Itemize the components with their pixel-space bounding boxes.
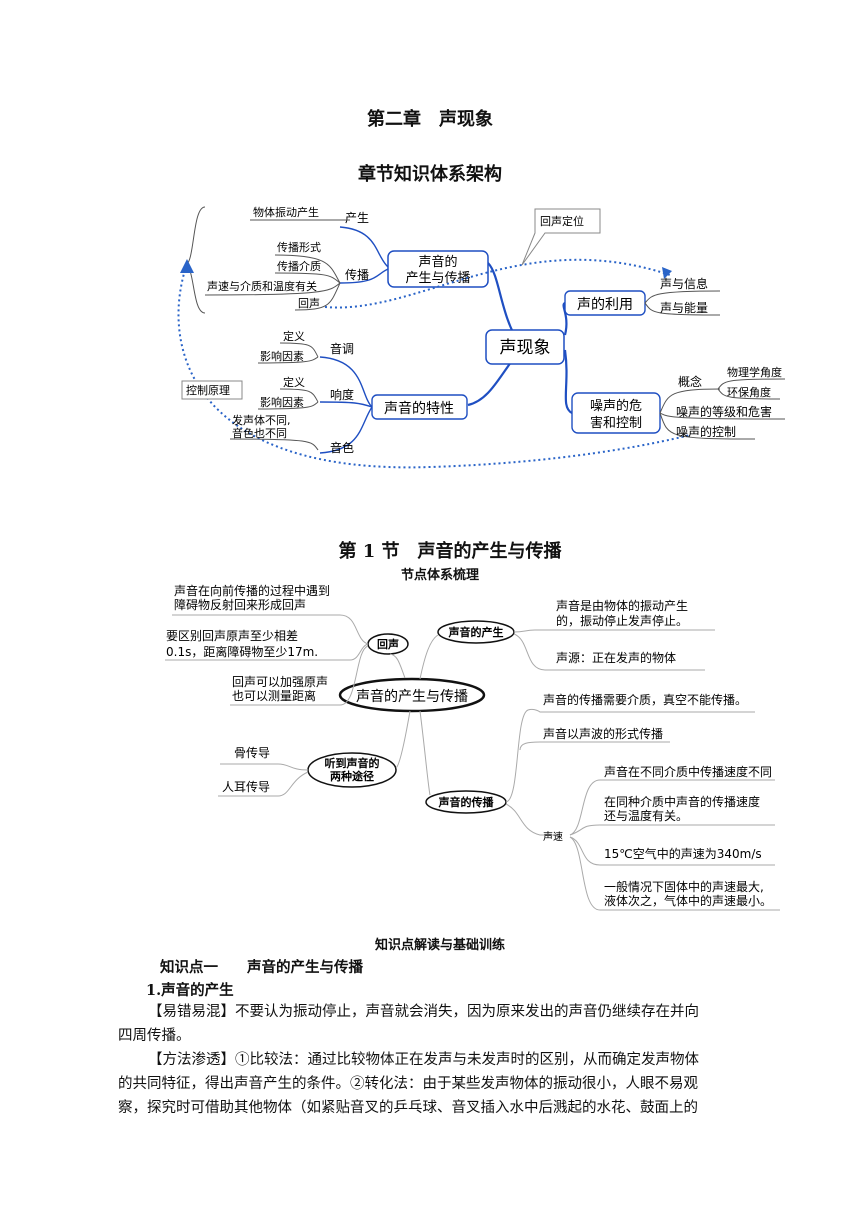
map1-echo-locate: 回声定位 — [540, 214, 584, 228]
map2-echo-leaf-2a: 回声可以加强原声 — [232, 675, 328, 689]
map2-ways-2: 两种途径 — [330, 769, 374, 783]
map2-prop-leaf-0: 声音的传播需要介质，真空不能传播。 — [543, 692, 747, 707]
para2-line1: ①比较法：通过比较物体正在发声与未发声时的区别，从而确定发声物体 — [235, 1052, 699, 1068]
para2-line2: 的共同特征，得出声音产生的条件。②转化法：由于某些发声物体的振动很小，人眼不易观 — [118, 1076, 698, 1092]
chapter-title: 第二章 声现象 — [367, 109, 493, 130]
map1-produce: 产生 — [345, 211, 369, 225]
map1-noise-1: 噪声的危 — [590, 398, 642, 414]
map1-noise-leaf-1: 噪声的控制 — [676, 424, 736, 439]
map2-ways-leaf-1: 人耳传导 — [222, 779, 270, 794]
knowledge-title: 知识点解读与基础训练 — [374, 938, 505, 953]
map2-speed: 声速 — [543, 830, 563, 843]
map2-echo-leaf-2b: 也可以测量距离 — [232, 688, 316, 703]
map1-prop-leaf-3: 回声 — [298, 296, 320, 310]
map2-prop-leaf-1: 声音以声波的形式传播 — [543, 726, 663, 741]
section-mind-map: 声音的产生与传播 回声 声音在向前传播的过程中遇到 障碍物反射回来形成回声 要区… — [165, 583, 780, 911]
map1-use-leaf-0: 声与信息 — [660, 276, 708, 291]
section-heading: 章节知识体系架构 — [358, 164, 502, 185]
map2-speed-leaf-2: 15℃空气中的声速为340m/s — [604, 846, 762, 861]
paragraph-1: 【易错易混】不要认为振动停止，声音就会消失，因为原来发出的声音仍继续存在并向 四… — [118, 1000, 738, 1048]
map2-produce-leaf-1: 声源：正在发声的物体 — [556, 650, 676, 665]
map2-speed-leaf-0: 声音在不同介质中传播速度不同 — [604, 764, 772, 779]
map1-concept: 概念 — [678, 374, 702, 389]
map2-ways-leaf-0: 骨传导 — [234, 745, 270, 760]
para1-line2: 四周传播。 — [118, 1028, 191, 1044]
map1-branch-pp-2: 产生与传播 — [405, 271, 470, 286]
map2-propagation: 声音的传播 — [438, 795, 495, 809]
map1-use: 声的利用 — [577, 297, 633, 313]
map1-pitch: 音调 — [330, 341, 354, 356]
map2-produce: 声音的产生 — [448, 625, 504, 639]
map1-control-principle: 控制原理 — [186, 383, 230, 397]
map1-noise-2: 害和控制 — [590, 415, 642, 431]
map1-pitch-leaf-0: 定义 — [283, 329, 305, 343]
map2-produce-leaf-0a: 声音是由物体的振动产生 — [556, 598, 688, 613]
map2-echo: 回声 — [377, 637, 399, 651]
map1-timbre-leaf-1: 发声体不同, — [232, 413, 291, 427]
map1-branch-pp-1: 声音的 — [418, 254, 457, 270]
map1-timbre-leaf-2: 音色也不同 — [232, 426, 287, 440]
map2-echo-leaf-1a: 要区别回声原声至少相差 — [166, 629, 298, 643]
map2-ways-1: 听到声音的 — [325, 756, 380, 770]
map1-center: 声现象 — [500, 338, 551, 358]
map1-propagate: 传播 — [345, 267, 369, 282]
map2-speed-leaf-3a: 一般情况下固体中的声速最大, — [604, 879, 764, 894]
map1-prop-leaf-1: 传播介质 — [277, 259, 321, 273]
knowledge-point: 知识点一 声音的产生与传播 — [160, 959, 363, 976]
map1-use-leaf-1: 声与能量 — [660, 301, 708, 315]
para1-tag: 【易错易混】 — [148, 1004, 235, 1020]
map1-characteristics: 声音的特性 — [384, 400, 454, 417]
map2-echo-leaf-0b: 障碍物反射回来形成回声 — [174, 597, 306, 612]
map1-noise-leaf-0: 噪声的等级和危害 — [676, 404, 772, 419]
map1-produce-leaf: 物体振动产生 — [253, 205, 319, 219]
map2-echo-leaf-1b: 0.1s，距离障碍物至少17m. — [166, 644, 318, 659]
para2-line3: 察，探究时可借助其他物体（如紧贴音叉的乒乓球、音叉插入水中后溅起的水花、鼓面上的 — [118, 1100, 698, 1116]
map1-concept-leaf-0: 物理学角度 — [727, 365, 782, 379]
map1-concept-leaf-1: 环保角度 — [727, 385, 771, 399]
chapter-mind-map: 声现象 声音的 产生与传播 产生 传播 物体振动产生 传播形式 传播介质 声速与… — [177, 205, 786, 469]
map1-prop-leaf-2: 声速与介质和温度有关 — [207, 279, 317, 293]
map1-prop-leaf-0: 传播形式 — [277, 240, 321, 254]
map1-pitch-leaf-1: 影响因素 — [260, 350, 304, 363]
para2-tag: 【方法渗透】 — [148, 1052, 235, 1068]
map2-speed-leaf-1a: 在同种介质中声音的传播速度 — [604, 794, 760, 809]
paragraph-2: 【方法渗透】①比较法：通过比较物体正在发声与未发声时的区别，从而确定发声物体 的… — [118, 1048, 738, 1120]
map1-loud-leaf-1: 影响因素 — [260, 396, 304, 409]
map2-produce-leaf-0b: 的，振动停止发声停止。 — [556, 613, 688, 628]
map2-speed-leaf-1b: 还与温度有关。 — [604, 808, 688, 823]
sub-point: 1.声音的产生 — [146, 982, 234, 999]
map1-loud-leaf-0: 定义 — [283, 375, 305, 389]
section1-title: 第 1 节 声音的产生与传播 — [338, 541, 562, 562]
section1-subtitle: 节点体系梳理 — [400, 568, 479, 583]
map2-echo-leaf-0a: 声音在向前传播的过程中遇到 — [174, 583, 330, 598]
para1-line1: 不要认为振动停止，声音就会消失，因为原来发出的声音仍继续存在并向 — [235, 1004, 699, 1020]
map2-speed-leaf-3b: 液体次之，气体中的声速最小。 — [604, 893, 772, 908]
map2-center: 声音的产生与传播 — [356, 688, 468, 705]
map1-loudness: 响度 — [330, 387, 354, 402]
map1-timbre: 音色 — [330, 440, 354, 455]
